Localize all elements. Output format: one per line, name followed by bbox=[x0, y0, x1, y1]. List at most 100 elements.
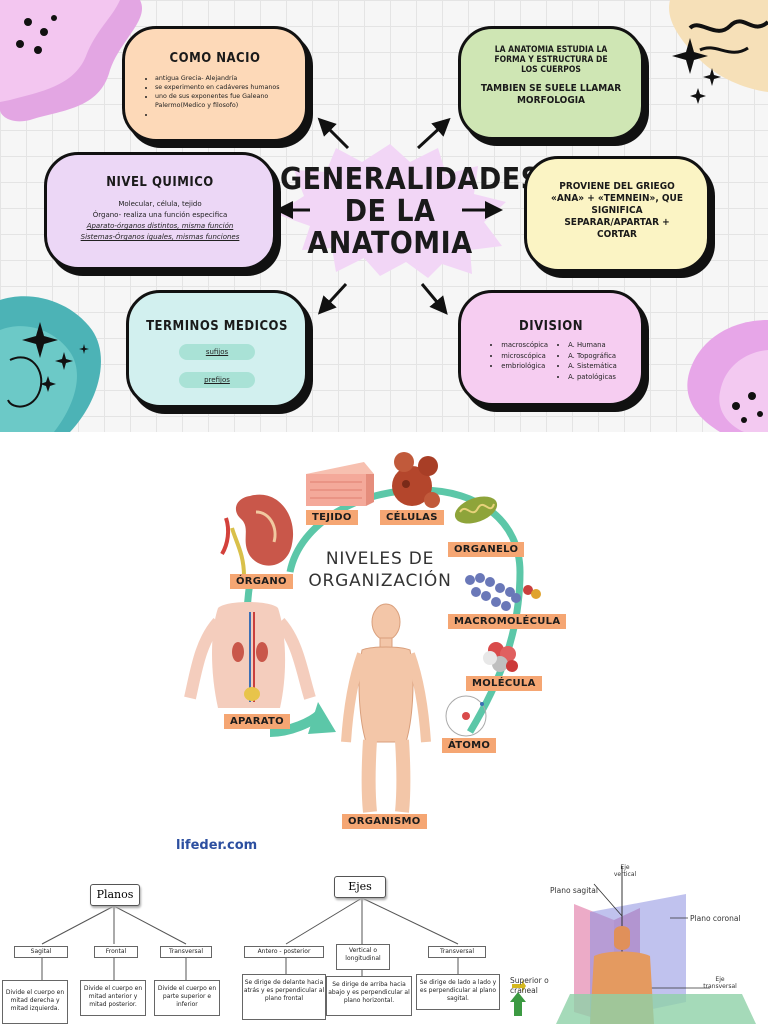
planos-frontal-label: Frontal bbox=[94, 946, 138, 958]
nivel-quimico-text: Molecular, célula, tejido Órgano- realiz… bbox=[47, 199, 273, 243]
card-estudia: LA ANATOMIA ESTUDIA LA FORMA Y ESTRUCTUR… bbox=[458, 26, 644, 140]
arrow-to-division bbox=[420, 283, 448, 315]
credit-lifeder: lifeder.com bbox=[176, 838, 258, 852]
list-item: A. Sistemática bbox=[568, 361, 617, 372]
list-item: macroscópica bbox=[501, 340, 548, 351]
card-division: DIVISION macroscópica microscópica embri… bbox=[458, 290, 644, 406]
figure-plano-sagital-label: Plano sagital bbox=[550, 886, 598, 895]
nivel-quimico-line1: Molecular, célula, tejido bbox=[118, 200, 202, 208]
division-columns: macroscópica microscópica embriológica A… bbox=[461, 336, 641, 382]
tree-lines bbox=[41, 897, 459, 980]
organelo-illustration bbox=[454, 496, 498, 524]
list-item: embriológica bbox=[501, 361, 548, 372]
griego-line2: «ANA» + «TEMNEIN», QUE bbox=[551, 193, 683, 204]
estudia-text: LA ANATOMIA ESTUDIA LA FORMA Y ESTRUCTUR… bbox=[461, 45, 641, 107]
card-griego: PROVIENE DEL GRIEGO «ANA» + «TEMNEIN», Q… bbox=[524, 156, 710, 272]
organo-illustration bbox=[220, 494, 294, 577]
planos-frontal-desc: Divide el cuerpo en mitad anterior y mit… bbox=[80, 980, 146, 1016]
ejes-title: Ejes bbox=[334, 876, 386, 898]
planes-figure bbox=[510, 866, 756, 1024]
label-macromolecula: MACROMOLÉCULA bbox=[448, 614, 567, 629]
card-terminos-medicos: TERMINOS MEDICOS sufijos prefijos bbox=[126, 290, 308, 408]
ejes-transversal-label: Transversal bbox=[428, 946, 486, 958]
division-right-list: A. Humana A. Topográfica A. Sistemática … bbox=[552, 340, 617, 382]
arrow-head bbox=[308, 702, 336, 734]
planos-title: Planos bbox=[90, 884, 140, 906]
levels-illustration bbox=[184, 452, 541, 813]
estudia-line5: MORFOLOGIA bbox=[516, 95, 586, 106]
arrow-to-terminos bbox=[317, 282, 348, 315]
ejes-vertical-label: Vertical o longitudinal bbox=[336, 944, 390, 970]
levels-title-line2: ORGANIZACIÓN bbox=[308, 571, 452, 591]
label-atomo: ÁTOMO bbox=[442, 738, 497, 753]
connector-arrows bbox=[275, 117, 503, 315]
ejes-transversal-desc: Se dirige de lado a lado y es perpendicu… bbox=[416, 974, 500, 1010]
list-item: A. patológicas bbox=[568, 372, 617, 383]
organismo-illustration bbox=[341, 603, 431, 813]
figure-plano-coronal-label: Plano coronal bbox=[690, 914, 741, 923]
decorative-blobs bbox=[0, 0, 768, 432]
label-organo: ÓRGANO bbox=[230, 574, 293, 589]
list-item: A. Topográfica bbox=[568, 351, 617, 362]
nivel-quimico-line3: Aparato-órganos distintos, misma función bbox=[86, 222, 234, 230]
card-nivel-quimico: NIVEL QUIMICO Molecular, célula, tejido … bbox=[44, 152, 276, 270]
pill-sufijos: sufijos bbox=[179, 344, 255, 360]
griego-line4: SEPARAR/APARTAR + bbox=[564, 217, 670, 228]
figure-eje-vertical-label: Eje vertical bbox=[613, 864, 637, 878]
levels-title: NIVELES DE ORGANIZACIÓN bbox=[300, 548, 460, 592]
terminos-title: TERMINOS MEDICOS bbox=[146, 319, 288, 334]
arrow-to-como-nacio bbox=[317, 117, 350, 150]
label-celulas: CÉLULAS bbox=[380, 510, 444, 525]
center-title-line2: DE LA bbox=[344, 194, 436, 229]
division-title: DIVISION bbox=[519, 319, 583, 334]
como-nacio-list: antigua Grecia- Alejandría se experiment… bbox=[125, 74, 305, 119]
estudia-line3: LOS CUERPOS bbox=[521, 65, 581, 75]
nivel-quimico-title: NIVEL QUIMICO bbox=[106, 175, 214, 190]
griego-line5: CORTAR bbox=[597, 229, 637, 240]
list-item: uno de sus exponentes fue Galeano Palerm… bbox=[155, 92, 295, 110]
list-item: A. Humana bbox=[568, 340, 617, 351]
estudia-line2: FORMA Y ESTRUCTURA DE bbox=[494, 55, 608, 65]
card-como-nacio: COMO NACIO antigua Grecia- Alejandría se… bbox=[122, 26, 308, 142]
como-nacio-title: COMO NACIO bbox=[169, 51, 261, 66]
aparato-illustration bbox=[184, 602, 316, 708]
arrow-to-estudia bbox=[416, 117, 451, 150]
figure-eje-transversal-label: Eje transversal bbox=[703, 976, 737, 990]
pill-prefijos: prefijos bbox=[179, 372, 255, 388]
estudia-line4: TAMBIEN SE SUELE LLAMAR bbox=[480, 83, 622, 94]
celulas-illustration bbox=[392, 452, 440, 508]
estudia-line1: LA ANATOMIA ESTUDIA LA bbox=[494, 45, 608, 55]
griego-line3: SIGNIFICA bbox=[591, 205, 643, 216]
list-item bbox=[155, 110, 295, 119]
griego-text: PROVIENE DEL GRIEGO «ANA» + «TEMNEIN», Q… bbox=[527, 181, 707, 241]
label-organismo: ORGANISMO bbox=[342, 814, 427, 829]
griego-line1: PROVIENE DEL GRIEGO bbox=[559, 181, 675, 192]
division-left-list: macroscópica microscópica embriológica bbox=[485, 340, 548, 382]
nivel-quimico-line2: Órgano- realiza una función especifica bbox=[92, 211, 228, 219]
center-title-line3: ANATOMIA bbox=[307, 226, 473, 261]
tejido-illustration bbox=[306, 462, 374, 506]
mind-map-panel: GENERALIDADES DE LA ANATOMIA COMO NACIO … bbox=[0, 0, 768, 432]
label-molecula: MOLÉCULA bbox=[466, 676, 542, 691]
center-title-line1: GENERALIDADES bbox=[280, 162, 541, 197]
center-burst-shape bbox=[276, 144, 506, 278]
figure-superior-label: Superior o craneal bbox=[510, 976, 549, 995]
macromolecula-illustration bbox=[465, 573, 541, 611]
label-aparato: APARATO bbox=[224, 714, 290, 729]
planos-sagital-desc: Divide el cuerpo en mitad derecha y mita… bbox=[2, 980, 68, 1024]
atomo-illustration bbox=[445, 695, 487, 737]
planos-transversal-desc: Divide el cuerpo en parte superior e inf… bbox=[154, 980, 220, 1016]
planos-sagital-label: Sagital bbox=[14, 946, 68, 958]
ejes-antero-label: Antero - posterior bbox=[244, 946, 324, 958]
planos-transversal-label: Transversal bbox=[160, 946, 212, 958]
label-organelo: ORGANELO bbox=[448, 542, 525, 557]
nivel-quimico-line4: Sistemas-Órganos iguales, mismas funcion… bbox=[80, 233, 240, 241]
label-tejido: TEJIDO bbox=[306, 510, 358, 525]
levels-title-line1: NIVELES DE bbox=[325, 549, 435, 569]
center-title: GENERALIDADES DE LA ANATOMIA bbox=[280, 162, 541, 261]
list-item: se experimento en cadáveres humanos bbox=[155, 83, 295, 92]
molecula-illustration bbox=[483, 642, 518, 672]
planes-panel: Planos Sagital Frontal Transversal Divid… bbox=[0, 852, 768, 1024]
levels-panel: NIVELES DE ORGANIZACIÓN TEJIDO CÉLULAS O… bbox=[0, 432, 768, 852]
list-item: microscópica bbox=[501, 351, 548, 362]
